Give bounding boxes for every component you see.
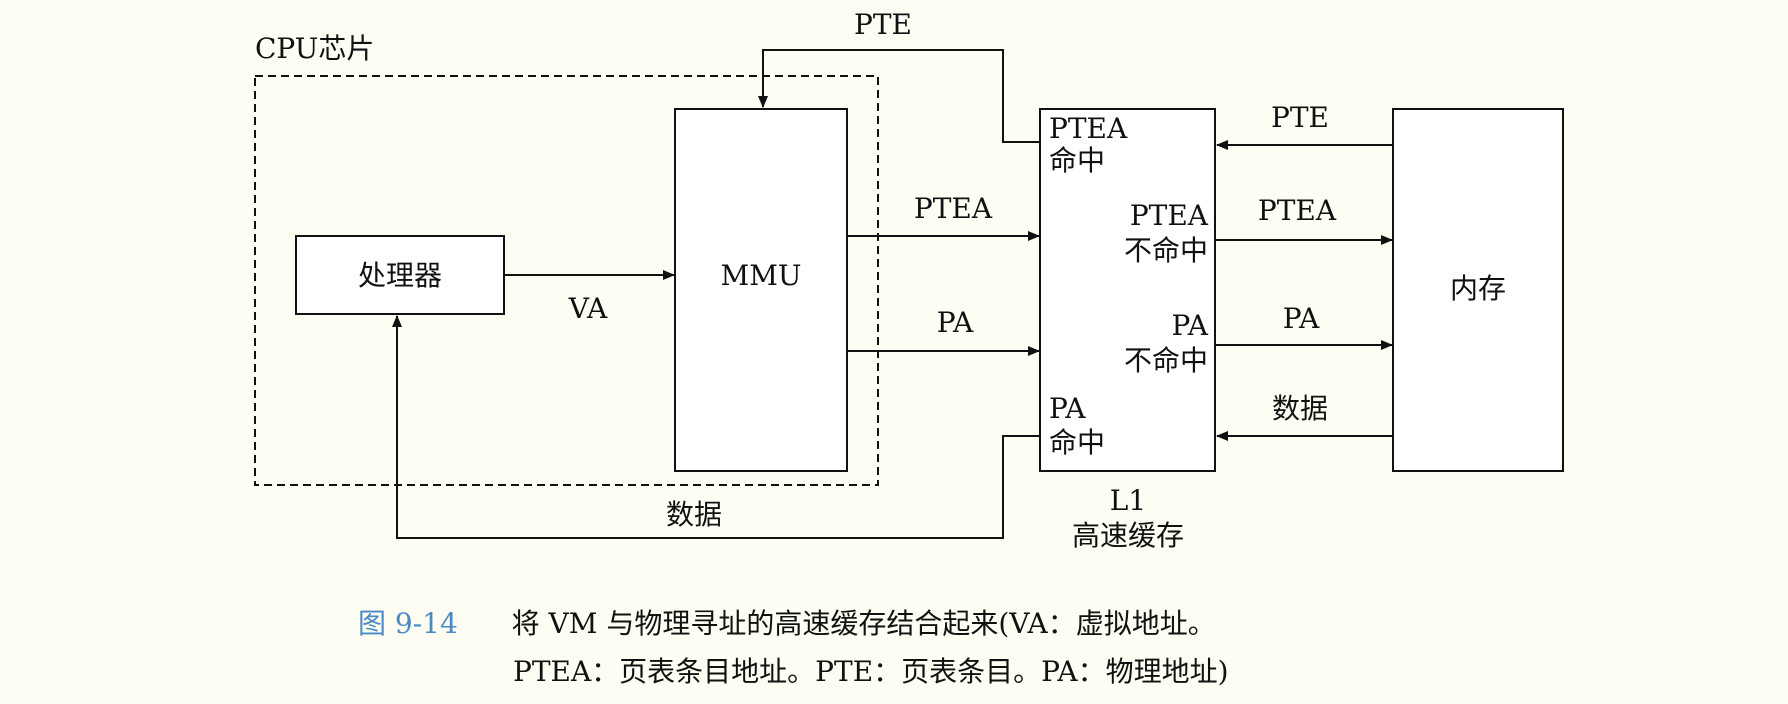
mmu-pa-label: PA <box>937 306 974 339</box>
l1-cache-label-line1: L1 <box>1110 484 1146 517</box>
processor-label: 处理器 <box>358 259 442 292</box>
cache-pa-hit-line2: 命中 <box>1049 426 1105 459</box>
cpu-chip-boundary <box>254 75 879 486</box>
cache-ptea-miss-line2: 不命中 <box>1124 234 1208 267</box>
caption-text-line1: 将 VM 与物理寻址的高速缓存结合起来(VA：虚拟地址。 <box>511 607 1216 640</box>
cache-ptea-hit-line2: 命中 <box>1049 144 1105 177</box>
mmu-ptea-label: PTEA <box>914 192 993 225</box>
memory-label: 内存 <box>1450 272 1506 305</box>
figure-number: 图 9-14 <box>358 607 458 640</box>
mem-pa-label: PA <box>1283 302 1320 335</box>
figure-caption-line1: 图 9-14 将 VM 与物理寻址的高速缓存结合起来(VA：虚拟地址。 <box>358 602 1216 642</box>
va-label: VA <box>568 292 608 325</box>
cache-pa-miss-line1: PA <box>1172 309 1209 342</box>
pte-top-label: PTE <box>854 8 912 41</box>
cpu-chip-label: CPU芯片 <box>255 32 374 65</box>
cache-ptea-hit-line1: PTEA <box>1049 112 1128 145</box>
mem-data-label: 数据 <box>1272 392 1328 425</box>
memory-box <box>1392 108 1564 472</box>
caption-text-line2: PTEA：页表条目地址。PTE：页表条目。PA：物理地址) <box>513 655 1229 688</box>
data-return-arrow <box>392 315 1040 539</box>
l1-cache-box <box>1039 108 1216 472</box>
data-return-label: 数据 <box>666 498 722 531</box>
l1-cache-label-line2: 高速缓存 <box>1072 519 1184 552</box>
pte-return-arrow <box>758 49 1040 143</box>
mem-pte-label: PTE <box>1271 101 1329 134</box>
mem-ptea-label: PTEA <box>1258 194 1337 227</box>
mmu-label: MMU <box>721 259 802 292</box>
cache-pa-miss-line2: 不命中 <box>1124 344 1208 377</box>
figure-caption-line2: PTEA：页表条目地址。PTE：页表条目。PA：物理地址) <box>513 650 1229 690</box>
cache-ptea-miss-line1: PTEA <box>1130 199 1209 232</box>
cache-pa-hit-line1: PA <box>1049 392 1086 425</box>
processor-box <box>295 235 505 315</box>
mmu-box <box>674 108 848 472</box>
